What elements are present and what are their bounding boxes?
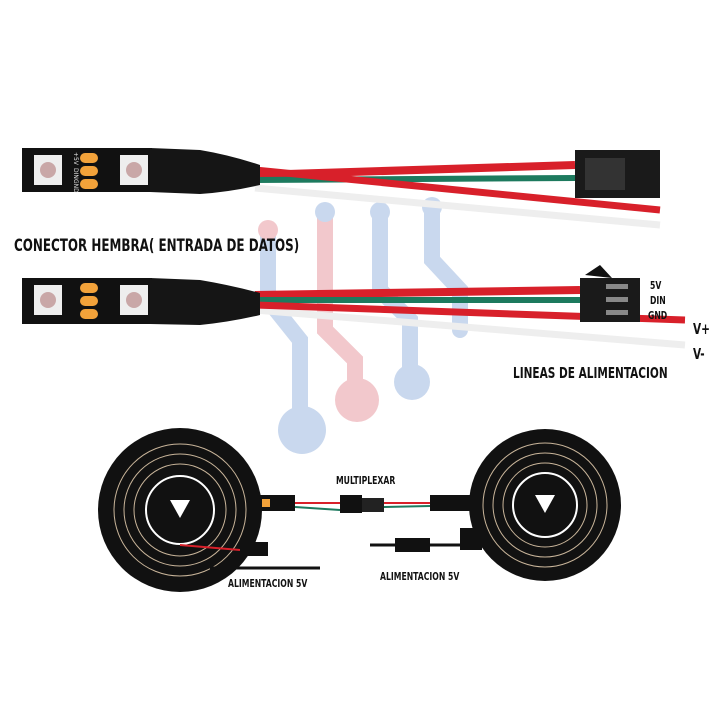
v-plus-label: V+ bbox=[693, 320, 710, 338]
pin-din-label: DIN bbox=[650, 294, 666, 307]
pin-gnd-label: GND bbox=[648, 309, 668, 322]
top-cable-male-connector bbox=[22, 148, 661, 229]
left-led-reel bbox=[98, 428, 341, 592]
power-lines-label: LINEAS DE ALIMENTACION bbox=[513, 364, 668, 382]
v-minus-label: V- bbox=[693, 345, 705, 363]
power-right-label: ALIMENTACION 5V bbox=[380, 570, 460, 583]
pin-5v-label: 5V bbox=[650, 279, 662, 292]
pcb-mark-5v: +5V bbox=[72, 152, 79, 165]
bottom-cable-female-connector bbox=[22, 265, 686, 349]
pcb-mark-din: DIN bbox=[72, 168, 79, 179]
multiplex-connectors bbox=[340, 495, 431, 513]
female-connector-label: CONECTOR HEMBRA( ENTRADA DE DATOS) bbox=[14, 236, 300, 256]
pcb-mark-gnd: GND bbox=[72, 179, 79, 193]
power-left-label: ALIMENTACION 5V bbox=[228, 577, 308, 590]
watermark-circuit-logo bbox=[258, 197, 468, 454]
multiplex-label: MULTIPLEXAR bbox=[336, 474, 396, 487]
right-led-reel bbox=[370, 429, 621, 581]
